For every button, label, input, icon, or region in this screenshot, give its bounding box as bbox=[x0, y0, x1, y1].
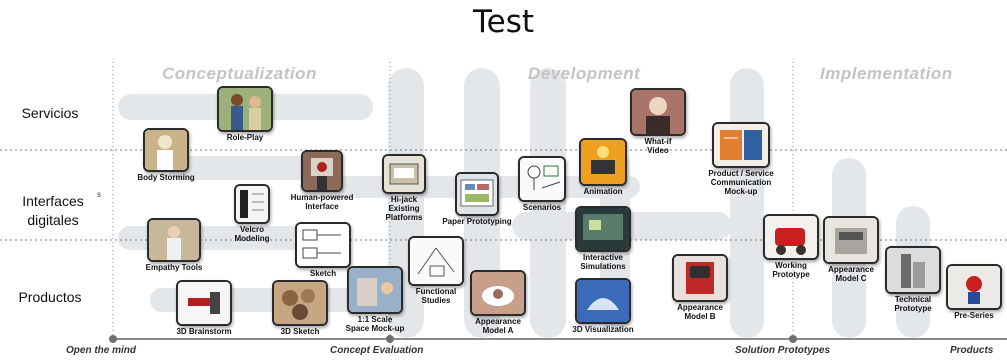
method-velcro-modeling: Velcro Modeling bbox=[222, 184, 282, 243]
technical-prototype-thumbnail bbox=[885, 246, 941, 294]
interactive-simulations-thumbnail bbox=[575, 206, 631, 252]
body-storming-label: Body Storming bbox=[137, 173, 195, 182]
3d-brainstorm-thumbnail bbox=[176, 280, 232, 326]
method-empathy-tools: Empathy Tools bbox=[134, 218, 214, 272]
method-human-powered-interface: Human-powered Interface bbox=[284, 150, 360, 211]
paper-prototyping-thumbnail bbox=[455, 172, 499, 216]
phase-conceptualization: Conceptualization bbox=[162, 64, 317, 83]
appearance-model-c-label: Appearance Model C bbox=[828, 265, 874, 283]
row-label-productos: Productos bbox=[18, 289, 82, 305]
method-appearance-model-a: Appearance Model A bbox=[466, 270, 530, 335]
method-interactive-simulations: Interactive Simulations bbox=[570, 206, 636, 271]
method-technical-prototype: Technical Prototype bbox=[884, 246, 942, 313]
hi-jack-label: Hi-jack Existing Platforms bbox=[385, 195, 423, 222]
pre-series-label: Pre-Series bbox=[954, 311, 994, 320]
body-storming-thumbnail bbox=[143, 128, 189, 172]
human-powered-interface-thumbnail bbox=[301, 150, 343, 192]
method-hi-jack: Hi-jack Existing Platforms bbox=[374, 154, 434, 222]
appearance-model-b-label: Appearance Model B bbox=[677, 303, 723, 321]
method-appearance-model-c: Appearance Model C bbox=[818, 216, 884, 283]
row-label-interfaces: Interfaces digitales bbox=[22, 193, 84, 228]
functional-studies-label: Functional Studies bbox=[415, 287, 457, 305]
role-play-thumbnail bbox=[217, 86, 273, 132]
scenarios-thumbnail bbox=[518, 156, 566, 202]
milestone-concept-evaluation: Concept Evaluation bbox=[330, 345, 424, 356]
method-appearance-model-b: Appearance Model B bbox=[668, 254, 732, 321]
method-body-storming: Body Storming bbox=[126, 128, 206, 182]
interactive-simulations-label: Interactive Simulations bbox=[580, 253, 626, 271]
stray-mark: s bbox=[97, 190, 101, 199]
technical-prototype-label: Technical Prototype bbox=[894, 295, 932, 313]
appearance-model-b-thumbnail bbox=[672, 254, 728, 302]
3d-brainstorm-label: 3D Brainstorm bbox=[176, 327, 232, 336]
3d-sketch-thumbnail bbox=[272, 280, 328, 326]
method-scale-mockup: 1:1 Scale Space Mock-up bbox=[332, 266, 418, 333]
sketch-label: Sketch bbox=[309, 269, 337, 278]
row-label-servicios: Servicios bbox=[21, 105, 79, 121]
empathy-tools-thumbnail bbox=[147, 218, 201, 262]
pre-series-thumbnail bbox=[946, 264, 1002, 310]
sketch-thumbnail bbox=[295, 222, 351, 268]
appearance-model-a-thumbnail bbox=[470, 270, 526, 316]
what-if-video-label: What-if Video bbox=[644, 137, 672, 155]
phase-development: Development bbox=[528, 64, 641, 83]
method-paper-prototyping: Paper Prototyping bbox=[432, 172, 522, 226]
what-if-video-thumbnail bbox=[630, 88, 686, 136]
timeline-markers bbox=[109, 335, 797, 343]
scale-mockup-thumbnail bbox=[347, 266, 403, 314]
milestone-solution-prototypes: Solution Prototypes bbox=[735, 345, 830, 356]
functional-studies-thumbnail bbox=[408, 236, 464, 286]
human-powered-interface-label: Human-powered Interface bbox=[290, 193, 354, 211]
3d-sketch-label: 3D Sketch bbox=[280, 327, 320, 336]
method-working-prototype: Working Prototype bbox=[762, 214, 820, 279]
method-role-play: Role-Play bbox=[212, 86, 278, 142]
working-prototype-thumbnail bbox=[763, 214, 819, 260]
3d-visualization-label: 3D Visualization bbox=[572, 325, 634, 334]
3d-visualization-thumbnail bbox=[575, 278, 631, 324]
method-what-if-video: What-if Video bbox=[628, 88, 688, 155]
animation-label: Animation bbox=[583, 187, 623, 196]
page-title: Test bbox=[472, 4, 535, 40]
method-communication-mockup: Product / Service Communication Mock-up bbox=[690, 122, 792, 196]
appearance-model-c-thumbnail bbox=[823, 216, 879, 264]
velcro-modeling-label: Velcro Modeling bbox=[234, 225, 270, 243]
role-play-label: Role-Play bbox=[226, 133, 264, 142]
communication-mockup-label: Product / Service Communication Mock-up bbox=[708, 169, 774, 196]
method-3d-visualization: 3D Visualization bbox=[562, 278, 644, 334]
appearance-model-a-label: Appearance Model A bbox=[475, 317, 521, 335]
method-pre-series: Pre-Series bbox=[944, 264, 1004, 320]
scale-mockup-label: 1:1 Scale Space Mock-up bbox=[345, 315, 405, 333]
paper-prototyping-label: Paper Prototyping bbox=[442, 217, 512, 226]
velcro-modeling-thumbnail bbox=[234, 184, 270, 224]
hi-jack-thumbnail bbox=[382, 154, 426, 194]
method-animation: Animation bbox=[572, 138, 634, 196]
method-3d-sketch: 3D Sketch bbox=[272, 280, 328, 336]
milestone-open-the-mind: Open the mind bbox=[66, 345, 136, 356]
phase-implementation: Implementation bbox=[820, 64, 953, 83]
method-functional-studies: Functional Studies bbox=[406, 236, 466, 305]
working-prototype-label: Working Prototype bbox=[772, 261, 810, 279]
scenarios-label: Scenarios bbox=[522, 203, 562, 212]
communication-mockup-thumbnail bbox=[712, 122, 770, 168]
animation-thumbnail bbox=[579, 138, 627, 186]
method-scenarios: Scenarios bbox=[512, 156, 572, 212]
milestone-products: Products bbox=[950, 345, 994, 356]
method-sketch: Sketch bbox=[290, 222, 356, 278]
empathy-tools-label: Empathy Tools bbox=[145, 263, 203, 272]
method-3d-brainstorm: 3D Brainstorm bbox=[164, 280, 244, 336]
